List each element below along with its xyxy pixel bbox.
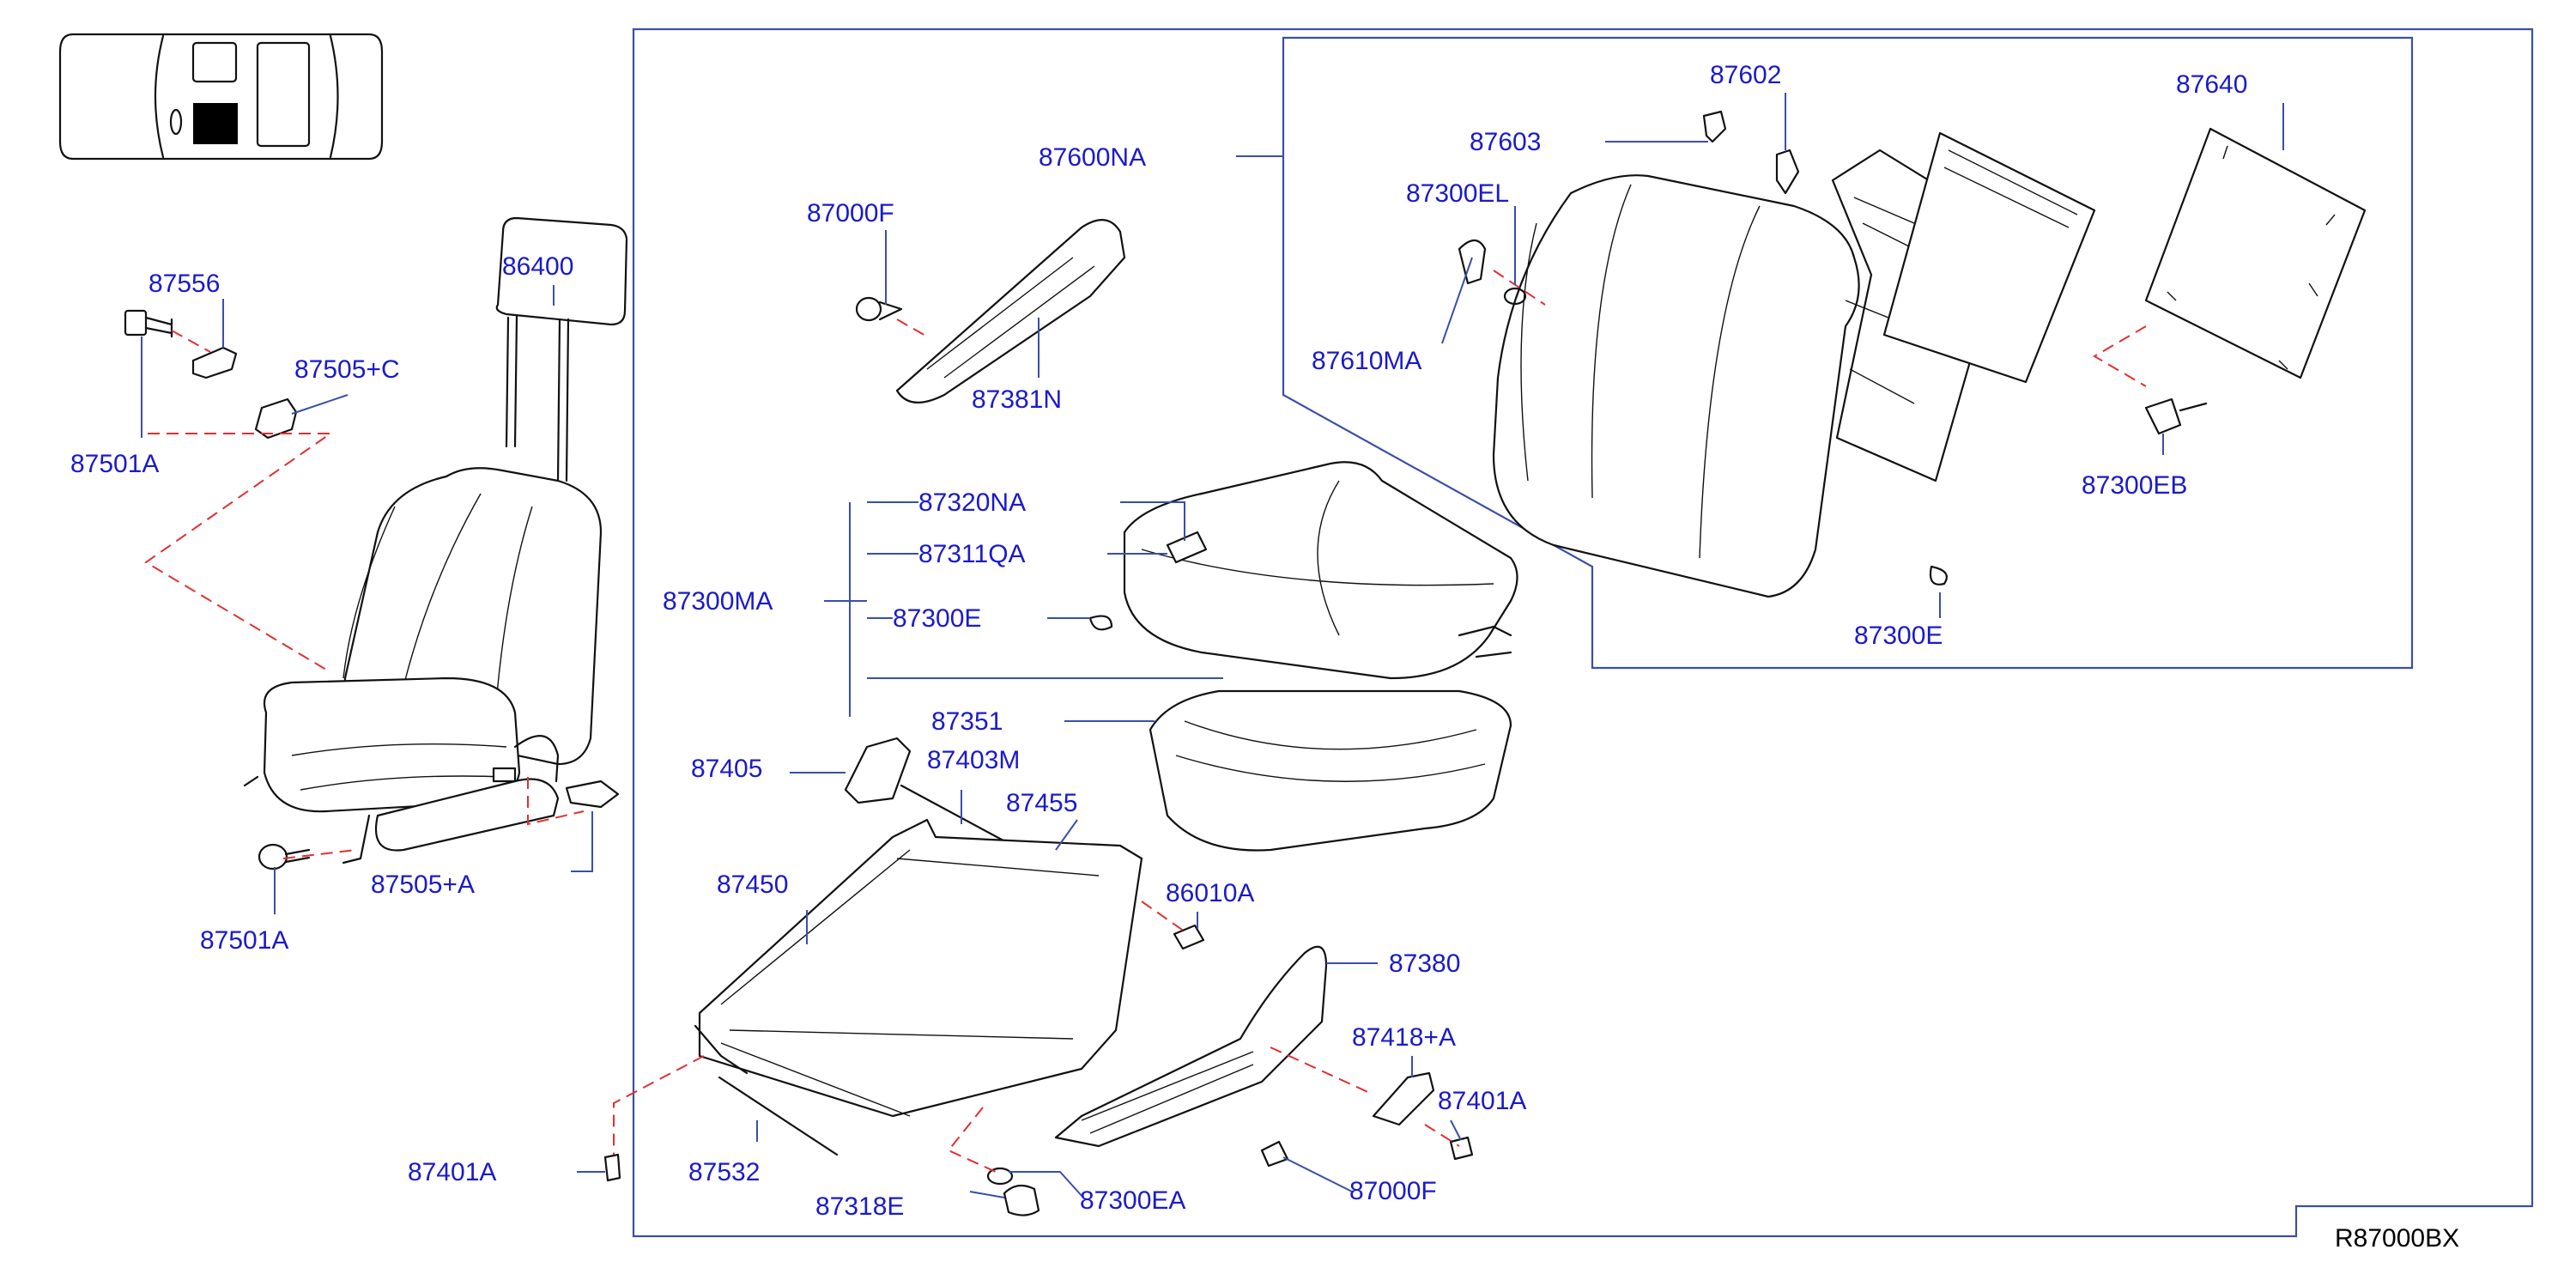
leader-87610MA xyxy=(1441,257,1473,344)
label-87418-a: 87418+A xyxy=(1352,1023,1456,1052)
cushion-pad-87351 xyxy=(1149,689,1512,852)
assembly-line-bottom-mid xyxy=(947,1107,997,1173)
label-87351: 87351 xyxy=(931,707,1003,736)
handle-87418A xyxy=(1372,1071,1435,1126)
clip-87556 xyxy=(191,346,238,379)
finisher-87380 xyxy=(1054,945,1328,1148)
label-87501a-bottom: 87501A xyxy=(200,926,288,955)
cover-87505A xyxy=(565,780,620,809)
bolt-87000F-bottom xyxy=(1260,1140,1289,1168)
leader-87000F-bottom xyxy=(1282,1156,1353,1192)
patch-87311QA xyxy=(1166,531,1208,564)
assembly-line-87300EL xyxy=(1493,270,1546,306)
assembly-line-headrest xyxy=(144,433,334,670)
label-87556: 87556 xyxy=(148,270,220,298)
bolt-86010A xyxy=(1173,924,1205,950)
label-87300ea: 87300EA xyxy=(1080,1186,1185,1215)
label-87381n: 87381N xyxy=(972,385,1062,414)
bolt-87501A-bottom xyxy=(258,843,311,871)
assembly-line-87300EB xyxy=(2093,325,2147,387)
assembly-line-clip xyxy=(171,330,211,353)
label-87455: 87455 xyxy=(1006,789,1077,817)
bolt-87000F-top xyxy=(855,296,903,322)
headrest-86400 xyxy=(495,216,628,326)
backrest-trim-87610MA xyxy=(1492,174,1860,598)
label-87300ma: 87300MA xyxy=(663,587,773,616)
diagram-reference-id: R87000BX xyxy=(2335,1224,2459,1253)
label-87401a-left: 87401A xyxy=(408,1158,496,1186)
label-87405: 87405 xyxy=(691,755,762,783)
label-87600na: 87600NA xyxy=(1039,143,1146,172)
cover-87505C xyxy=(254,397,298,440)
backrest-pad xyxy=(1882,131,2096,384)
label-86400: 86400 xyxy=(502,252,573,281)
leader-87401A-right xyxy=(1450,1119,1462,1141)
back-board-87640 xyxy=(2144,127,2367,379)
leader-87505A xyxy=(571,811,593,872)
leader-87455 xyxy=(1055,819,1078,851)
label-87318e: 87318E xyxy=(815,1192,904,1221)
bracket-87405 xyxy=(844,737,912,804)
leader-87505C xyxy=(291,394,349,415)
cushion-trim-87320NA xyxy=(1123,461,1518,680)
seat-frame-87450 xyxy=(698,818,1143,1118)
label-87603: 87603 xyxy=(1470,128,1541,156)
label-87505-a: 87505+A xyxy=(371,871,475,899)
assembly-line-87501A xyxy=(282,849,357,859)
leader-87320NA xyxy=(1120,501,1185,541)
wire-87403M xyxy=(900,784,1015,847)
label-87640: 87640 xyxy=(2176,70,2247,99)
knob-87318E xyxy=(1003,1184,1040,1216)
label-87403m: 87403M xyxy=(927,746,1020,774)
assembly-line-87505A xyxy=(527,777,585,826)
clip-87602 xyxy=(1775,149,1800,195)
label-87610ma: 87610MA xyxy=(1312,347,1421,375)
hog-ring-87300E-left xyxy=(1088,615,1113,631)
label-87311qa: 87311QA xyxy=(918,540,1026,568)
assembly-line-bottom-left xyxy=(613,1055,705,1155)
bolt-87401A-right xyxy=(1449,1136,1474,1161)
assembly-line-bottom-right xyxy=(1270,1046,1460,1147)
label-87505-c: 87505+C xyxy=(294,355,400,384)
label-87380: 87380 xyxy=(1389,949,1460,978)
label-87401a-right: 87401A xyxy=(1438,1087,1526,1115)
leader-bracket-87300MA xyxy=(824,501,1223,717)
finisher-87381N xyxy=(895,219,1126,403)
complete-seat-assembly xyxy=(243,216,628,864)
label-87501a-top: 87501A xyxy=(70,450,159,478)
bolt-87401A-left xyxy=(603,1153,621,1182)
label-87300eb: 87300EB xyxy=(2082,471,2187,500)
label-87320na: 87320NA xyxy=(918,488,1026,517)
clip-87300EB xyxy=(2144,397,2182,435)
label-87300e-right: 87300E xyxy=(1854,622,1943,650)
leader-87318E xyxy=(969,1191,1005,1198)
backrest-subframe xyxy=(1282,36,2414,670)
vehicle-locator-icon xyxy=(58,33,384,161)
assembly-line-86010A xyxy=(1141,901,1185,932)
clip-87603 xyxy=(1702,110,1727,143)
ring-87300EA xyxy=(986,1167,1014,1186)
clip-87300EL xyxy=(1458,239,1487,285)
label-86010a: 86010A xyxy=(1166,879,1254,907)
label-87300e-left: 87300E xyxy=(893,604,981,633)
label-87450: 87450 xyxy=(717,871,788,899)
label-87300el: 87300EL xyxy=(1406,179,1509,208)
label-87532: 87532 xyxy=(688,1158,760,1186)
main-frame xyxy=(632,27,2534,1238)
label-87602: 87602 xyxy=(1710,61,1781,89)
assembly-line-87000F-top xyxy=(896,318,928,337)
rod-87532 xyxy=(718,1076,839,1156)
label-87000f-top: 87000F xyxy=(807,199,894,228)
label-87000f-bottom: 87000F xyxy=(1349,1177,1437,1205)
leader-87300EA xyxy=(1009,1171,1084,1198)
rail-left xyxy=(694,1024,749,1075)
bolt-87501A-top xyxy=(124,309,173,338)
hog-ring-87300EL xyxy=(1503,287,1527,306)
hog-ring-87300E-right xyxy=(1929,565,1948,585)
